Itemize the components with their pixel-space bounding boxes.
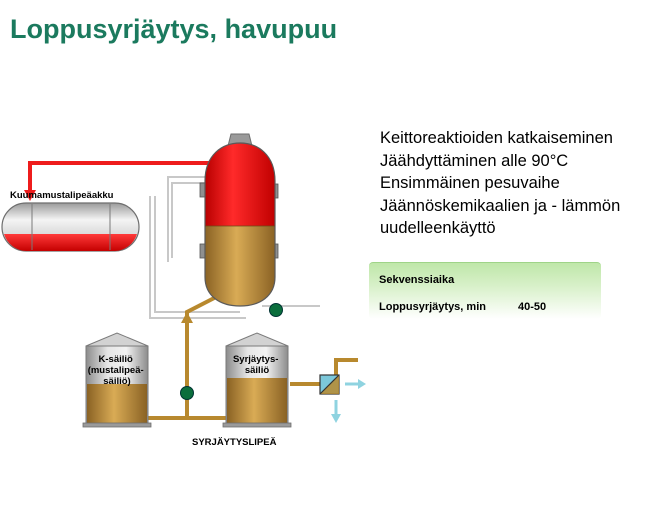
page-title: Loppusyrjäytys, havupuu	[10, 14, 338, 44]
displacement-tank	[222, 332, 292, 428]
grey-piping	[149, 176, 320, 319]
sequence-time-box: Sekvenssiaika Loppusyrjäytys, min 40-50	[369, 262, 601, 319]
hot-black-liquor-accumulator	[1, 202, 140, 252]
k-tank	[82, 332, 152, 428]
process-steps-list: Keittoreaktioiden katkaiseminen Jäähdytt…	[380, 127, 650, 240]
process-step: Jäännöskemikaalien ja - lämmön uudelleen…	[380, 196, 621, 238]
displacement-liquor-label: SYRJÄYTYSLIPEÄ	[192, 437, 277, 448]
hot-liquor-line	[24, 161, 225, 201]
process-step: Jäähdyttäminen alle 90°C	[380, 151, 569, 170]
pump-icon	[269, 303, 283, 317]
up-arrow	[181, 312, 193, 323]
displacement-tank-label-line: Syrjäytys-	[233, 354, 278, 365]
k-tank-label-line: (mustalipeä-	[88, 365, 144, 376]
process-step: Ensimmäinen pesuvaihe	[380, 174, 560, 192]
k-tank-label-line: säiliö)	[103, 376, 130, 387]
sequence-title: Sekvenssiaika	[379, 274, 455, 286]
displacement-tank-label-line: säiliö	[245, 365, 269, 376]
k-tank-label-line: K-säiliö	[99, 354, 134, 365]
sequence-row-value: 40-50	[518, 301, 547, 313]
accumulator-label: Kuumamustalipeäakku	[10, 190, 114, 201]
pump-icon	[180, 386, 194, 400]
k-tank-label: K-säiliö (mustalipeä- säiliö)	[88, 354, 147, 387]
process-step: Keittoreaktioiden katkaiseminen	[380, 129, 613, 147]
displacement-tank-label: Syrjäytys- säiliö	[233, 354, 281, 376]
heat-exchanger	[319, 374, 366, 423]
sequence-row-label: Loppusyrjäytys, min	[379, 301, 486, 313]
digester	[199, 133, 279, 307]
